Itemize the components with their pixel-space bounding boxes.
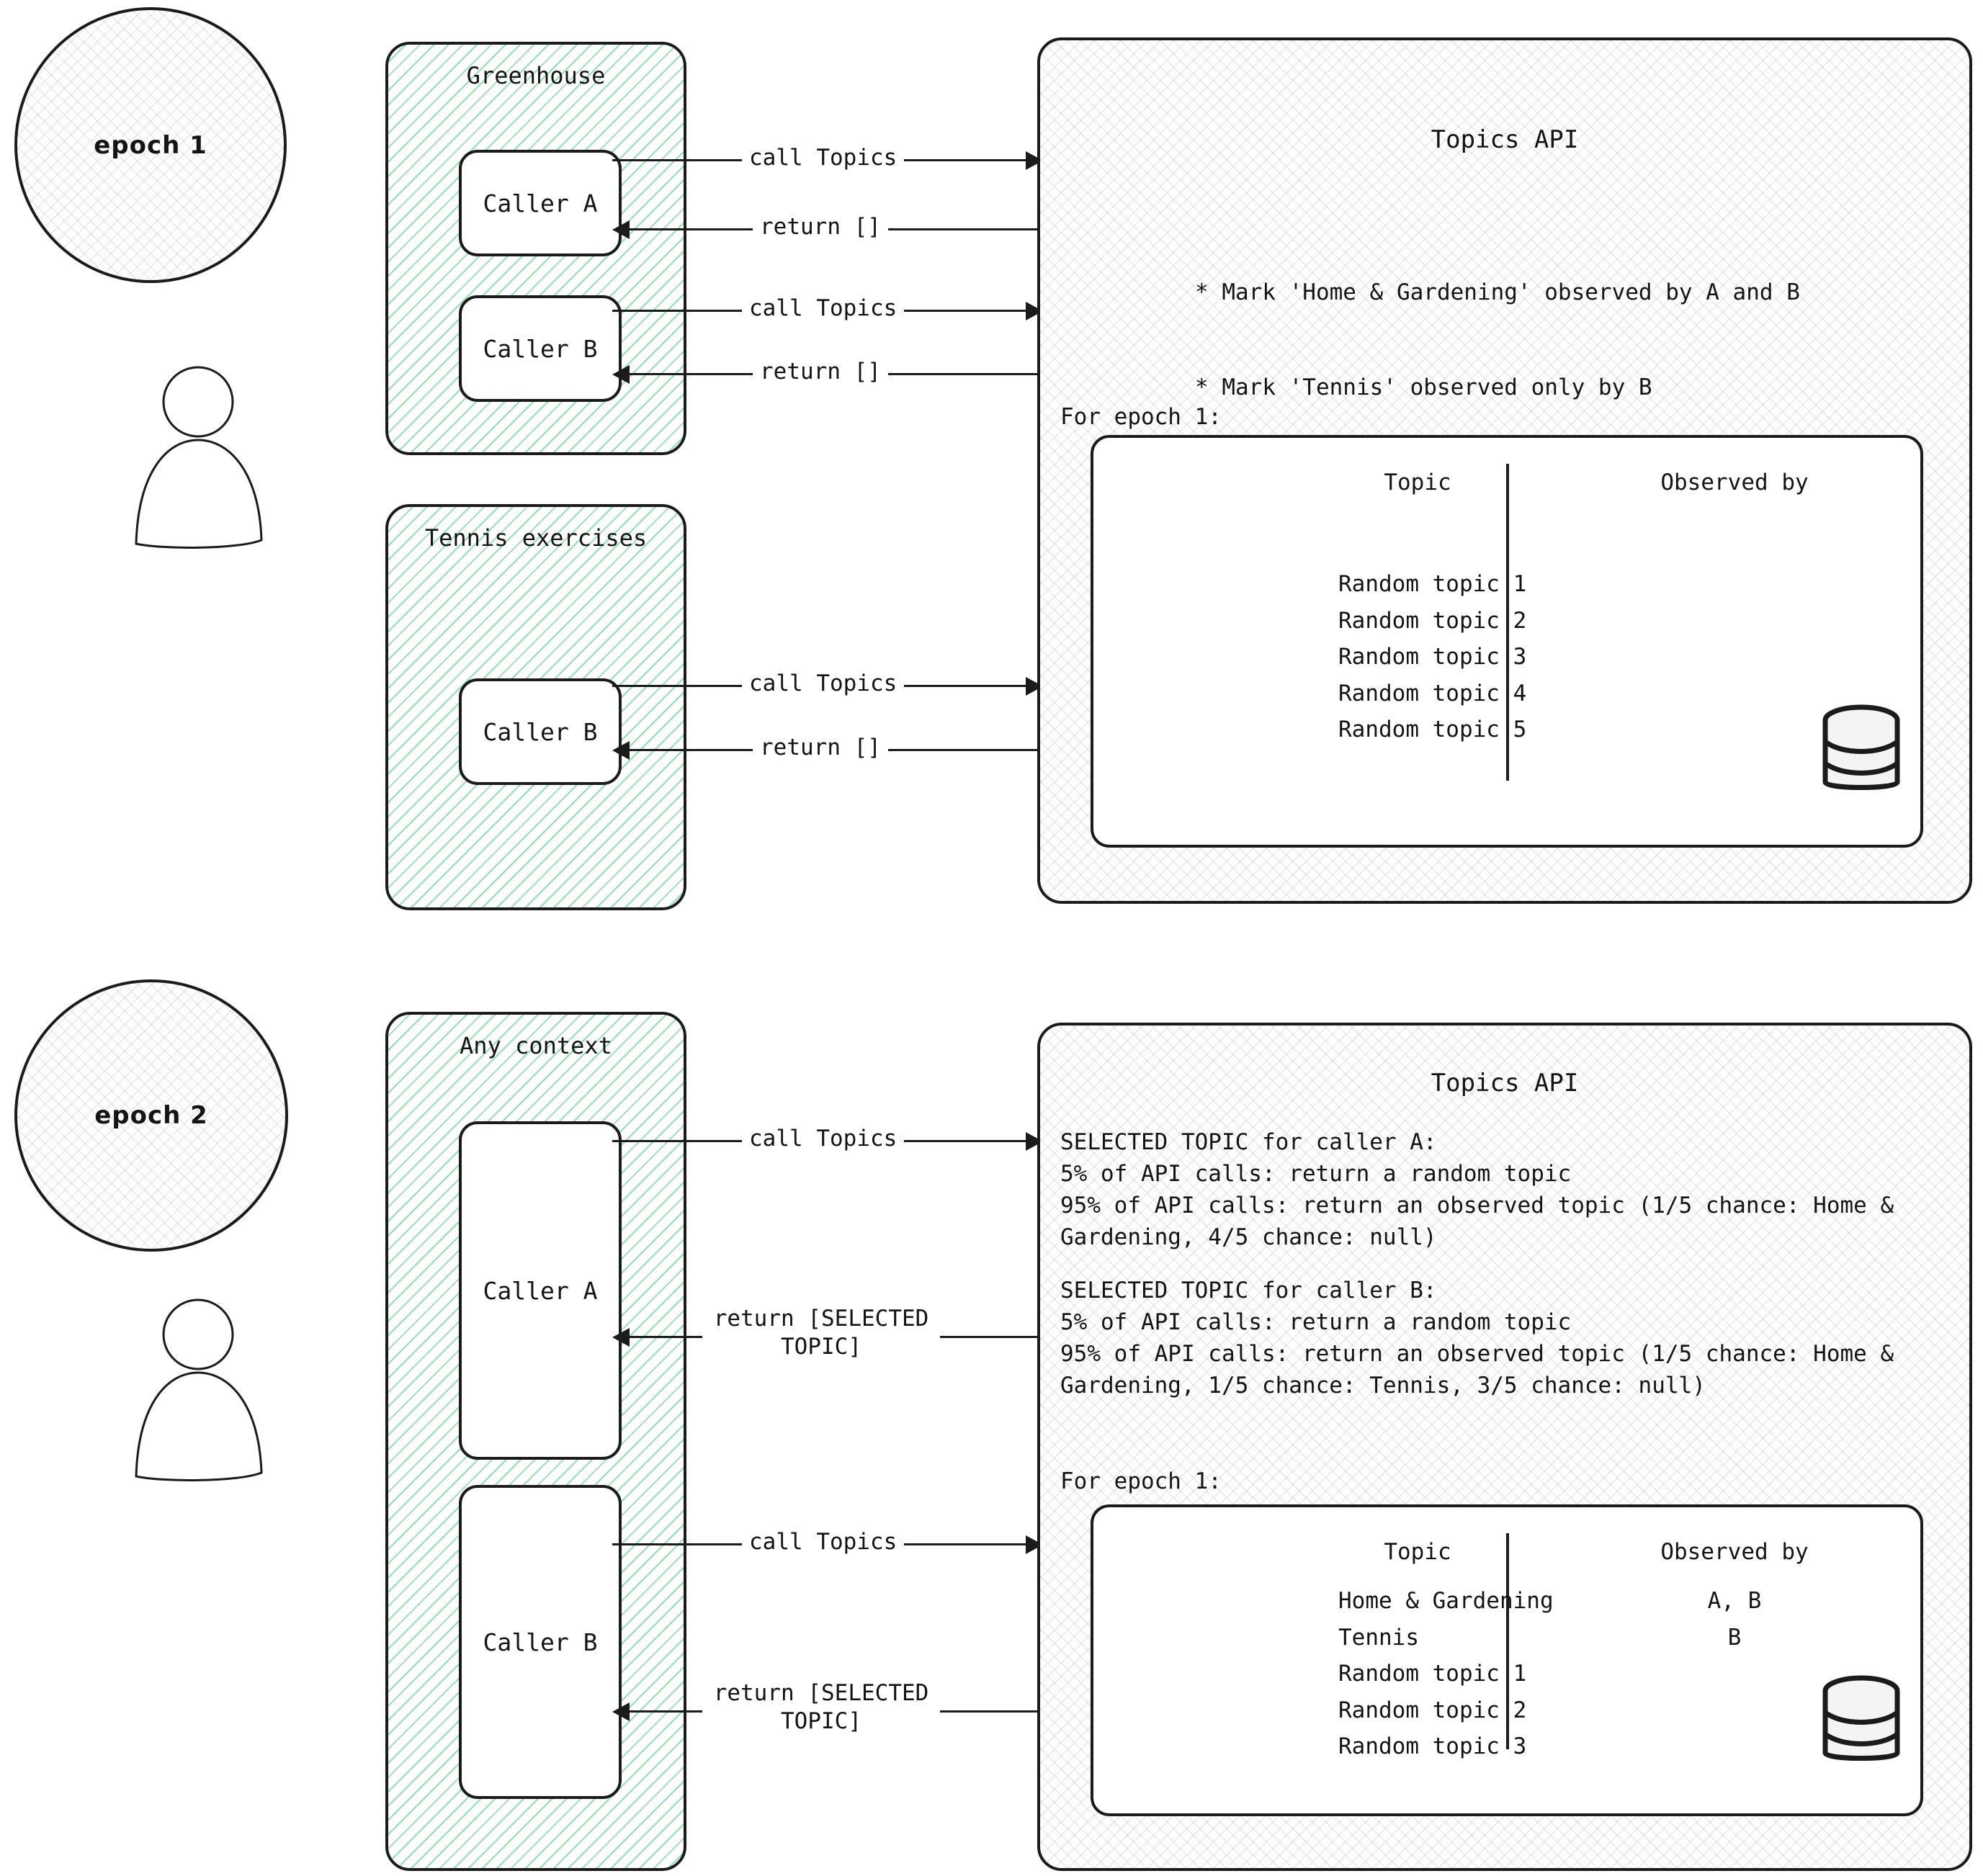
arrow-label-call-topics-a2: call Topics: [742, 1125, 905, 1153]
arrow-label-return-b1: return []: [753, 358, 888, 386]
epoch-1-circle: epoch 1: [14, 7, 287, 283]
arrow-head-left: [612, 741, 630, 760]
arrow-label-return-b2: return [SELECTED TOPIC]: [702, 1679, 940, 1736]
table-col-head-observed-1: Observed by: [1660, 470, 1809, 495]
arrow-head-left: [612, 220, 630, 239]
table-topic-cells-2: Home & Gardening Tennis Random topic 1 R…: [1338, 1588, 1554, 1760]
api-line: 5% of API calls: return a random topic: [1060, 1161, 1572, 1188]
arrow-head-left: [612, 1702, 630, 1721]
caller-box-a-any[interactable]: Caller A: [459, 1121, 622, 1460]
table-column-divider-2: [1506, 1533, 1509, 1749]
epoch-2-circle: epoch 2: [14, 979, 288, 1252]
caller-box-b-greenhouse[interactable]: Caller B: [459, 295, 622, 402]
context-tennis-exercises: Tennis exercises Caller B: [385, 504, 686, 910]
for-epoch-label-2: For epoch 1:: [1060, 1468, 1222, 1494]
arrow-label-call-topics-tennis: call Topics: [742, 670, 905, 698]
topics-table-epoch-1: Topic Observed by Random topic 1 Random …: [1091, 435, 1923, 848]
for-epoch-label-1: For epoch 1:: [1060, 404, 1222, 430]
user-person-icon: [135, 366, 263, 549]
api-line: 5% of API calls: return a random topic: [1060, 1309, 1572, 1336]
context-tennis-exercises-title: Tennis exercises: [424, 524, 648, 552]
context-any-context: Any context Caller A Caller B: [385, 1012, 686, 1871]
caller-label: Caller B: [483, 717, 598, 746]
api-line: SELECTED TOPIC for caller A:: [1060, 1129, 1437, 1155]
caller-label: Caller A: [483, 189, 598, 217]
table-col-head-topic-2: Topic: [1384, 1539, 1451, 1565]
caller-box-b-any[interactable]: Caller B: [459, 1485, 622, 1799]
arrow-label-call-topics-a1: call Topics: [742, 144, 905, 172]
topics-api-paragraphs-2: SELECTED TOPIC for caller A: 5% of API c…: [1060, 1126, 1943, 1401]
topics-api-epoch-2: Topics API SELECTED TOPIC for caller A: …: [1037, 1023, 1972, 1871]
context-any-context-title: Any context: [460, 1032, 612, 1059]
arrow-label-call-topics-b1: call Topics: [742, 295, 905, 323]
bullet-item: * Mark 'Home & Gardening' observed by A …: [1195, 279, 1800, 306]
api-line: 95% of API calls: return an observed top…: [1060, 1341, 1894, 1399]
arrow-head-left: [612, 1328, 630, 1347]
topics-api-title-2: Topics API: [1431, 1069, 1579, 1098]
caller-box-a-greenhouse[interactable]: Caller A: [459, 150, 622, 256]
arrow-label-return-a2: return [SELECTED TOPIC]: [702, 1305, 940, 1361]
table-col-head-topic-1: Topic: [1384, 470, 1451, 495]
caller-box-b-tennis[interactable]: Caller B: [459, 678, 622, 785]
context-greenhouse: Greenhouse Caller A Caller B: [385, 42, 686, 455]
arrow-label-return-tennis: return []: [753, 734, 888, 762]
database-cylinder-icon: [1822, 1675, 1900, 1761]
caller-label: Caller B: [483, 334, 598, 363]
topics-api-bullets-1: * Mark 'Home & Gardening' observed by A …: [1195, 213, 1800, 467]
caller-label: Caller B: [483, 1628, 598, 1656]
topics-table-epoch-2: Topic Observed by Home & Gardening Tenni…: [1091, 1504, 1923, 1816]
epoch-1-label: epoch 1: [94, 130, 207, 160]
context-greenhouse-title: Greenhouse: [466, 62, 606, 89]
arrow-label-return-a1: return []: [753, 213, 888, 241]
table-column-divider-1: [1506, 464, 1509, 781]
database-cylinder-icon: [1822, 704, 1900, 790]
api-line: 95% of API calls: return an observed top…: [1060, 1193, 1894, 1251]
topics-api-epoch-1: Topics API * Mark 'Home & Gardening' obs…: [1037, 37, 1972, 904]
epoch-2-label: epoch 2: [94, 1101, 208, 1130]
table-observed-cells-2: A, B B: [1707, 1588, 1762, 1651]
table-topic-cells-1: Random topic 1 Random topic 2 Random top…: [1338, 571, 1527, 743]
caller-label: Caller A: [483, 1276, 598, 1305]
topics-api-title-1: Topics API: [1431, 125, 1579, 154]
table-col-head-observed-2: Observed by: [1660, 1539, 1809, 1565]
arrow-label-call-topics-b2: call Topics: [742, 1528, 905, 1556]
api-line: SELECTED TOPIC for caller B:: [1060, 1278, 1437, 1304]
bullet-item: * Mark 'Tennis' observed only by B: [1195, 374, 1652, 401]
api-spacer: [1060, 1253, 1943, 1275]
user-person-icon: [135, 1298, 263, 1481]
arrow-head-left: [612, 365, 630, 384]
